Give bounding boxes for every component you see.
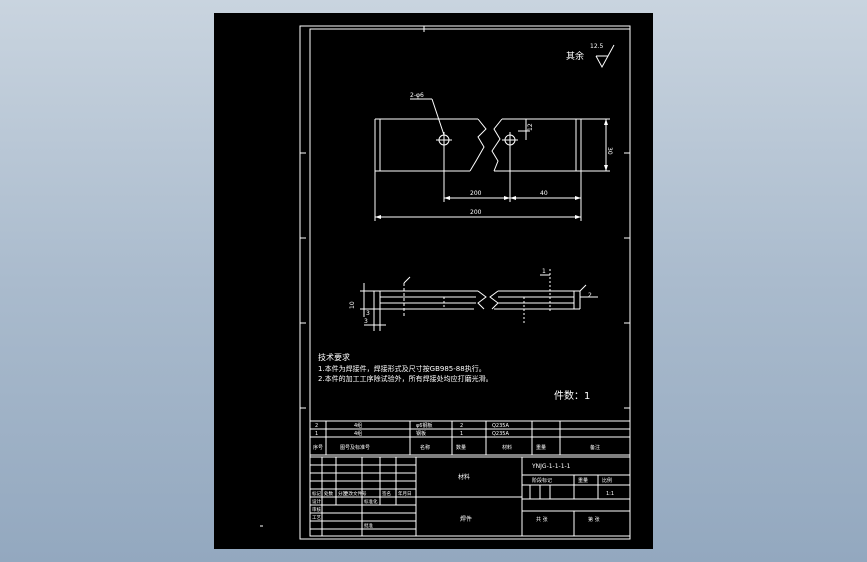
notes-line-1: 1.本件为焊接件，焊接形式及尺寸按GB985-88执行。	[318, 364, 486, 373]
bom-row-1-qty: 1	[460, 431, 463, 437]
title-drawing-no: YNJG-1-1-1-1	[531, 463, 571, 470]
title-design: 设计	[312, 498, 321, 505]
title-weight: 重量	[578, 477, 588, 484]
bom-header-name: 名称	[420, 444, 430, 451]
title-check: 审核	[312, 506, 321, 513]
dim-chamfer-left: 3	[364, 318, 368, 325]
sheet-outer-border	[299, 25, 631, 540]
dim-chamfer-right: 2	[588, 292, 592, 299]
top-view	[374, 98, 610, 221]
front-view	[360, 269, 598, 331]
engineering-drawing: 其余 12.5 2-φ6 200 40 200 30 12 10 3 2 1 3…	[260, 25, 631, 540]
roughness-prefix: 其余	[566, 50, 584, 62]
title-zone: 分区	[338, 490, 347, 497]
title-block	[310, 456, 630, 536]
title-date: 年月日	[398, 490, 412, 497]
bom-table	[310, 420, 630, 456]
title-part-name: 焊件	[460, 515, 472, 523]
title-change-doc: 更改文件号	[344, 490, 367, 497]
hole-callout: 2-φ6	[410, 92, 424, 99]
dim-width: 30	[606, 147, 613, 155]
title-count: 处数	[324, 490, 333, 497]
bom-row-2-seq: 2	[315, 423, 318, 429]
bom-row-1-seq: 1	[315, 431, 318, 437]
dim-hole-spacing: 200	[470, 190, 482, 197]
bom-header-remark: 备注	[590, 444, 600, 451]
dim-edge-to-hole: 40	[540, 190, 548, 197]
roughness-value: 12.5	[590, 43, 604, 50]
title-mark: 标记	[312, 490, 321, 497]
title-scale-value: 1:1	[606, 491, 614, 497]
bom-header-material: 材料	[502, 444, 512, 451]
title-scale: 比例	[602, 477, 612, 484]
sheet-inner-frame	[309, 28, 631, 537]
dim-overall-length: 200	[470, 209, 482, 216]
title-material: 材料	[458, 473, 470, 481]
dim-step-bottom: 3	[366, 310, 370, 317]
title-standardize: 标准化	[364, 498, 378, 505]
cad-viewport[interactable]: 其余 12.5 2-φ6 200 40 200 30 12 10 3 2 1 3…	[214, 13, 653, 549]
bom-row-1-name: 钢板	[416, 430, 426, 437]
title-stage-mark: 阶段标记	[532, 477, 552, 484]
bom-header-code: 图号及标准号	[340, 444, 370, 451]
title-sheet: 第 张	[588, 516, 600, 523]
bom-header-seq: 序号	[313, 444, 323, 451]
bom-header-qty: 数量	[456, 444, 466, 451]
bom-row-1-code: 4组	[354, 430, 362, 437]
notes-heading: 技术要求	[318, 352, 350, 362]
quantity-label: 件数：1	[554, 389, 590, 402]
bom-row-1-material: Q235A	[492, 431, 509, 437]
notes-line-2: 2.本件的加工工序除试验外，所有焊接处均应打磨光滑。	[318, 374, 493, 383]
title-process: 工艺	[312, 515, 321, 521]
title-sign: 签名	[382, 490, 391, 497]
dim-thickness-side: 10	[349, 301, 356, 309]
title-sheets: 共 张	[536, 516, 548, 523]
bom-row-2-material: Q235A	[492, 423, 509, 429]
bom-row-2-code: 4组	[354, 422, 362, 429]
dim-step-top: 1	[542, 268, 546, 275]
bom-row-2-qty: 2	[460, 423, 463, 429]
roughness-symbol	[595, 44, 615, 69]
bom-row-2-name: φ6钢板	[416, 422, 432, 429]
dim-hole-offset: 12	[527, 123, 534, 131]
title-approve: 批准	[364, 522, 373, 529]
bom-header-weight: 重量	[536, 444, 546, 451]
